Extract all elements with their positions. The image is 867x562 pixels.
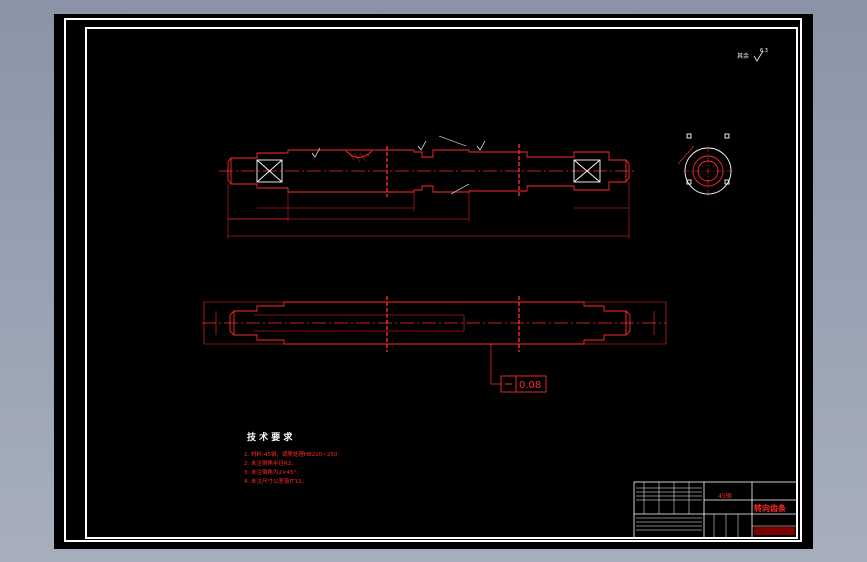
lower-left-chamfer [229,310,235,336]
view-label: 其余 [737,52,749,60]
tech-req-title: 技 术 要 求 [247,431,293,443]
title-block-frame [633,481,798,539]
roughness-mark-3-icon [476,140,486,151]
leader-bottom [450,183,470,195]
left-square-section [256,159,283,183]
title-block [633,481,798,539]
title-block-material: 45钢 [718,492,732,500]
inner-frame [85,27,798,539]
drawing-sheet: 其余 6.3 [54,14,813,549]
roughness-mark-1-icon [311,147,321,158]
outer-frame [64,18,802,542]
title-block-company-bar [754,527,795,535]
title-block-drawing-name: 转向齿条 [754,503,787,513]
tolerance-frame: 0.08 [500,375,547,393]
tech-req-item-4: 4. 未注尺寸公差按IT12。 [244,477,307,485]
tech-req-item-3: 3. 未注倒角为2×45°; [244,468,298,476]
tolerance-value: 0.08 [519,380,541,391]
right-chamfer [625,159,630,183]
main-view [219,135,634,239]
roughness-symbol-icon [753,50,764,62]
right-square-section [573,159,601,183]
leader-top [438,135,467,147]
roughness-value: 6.3 [760,48,768,54]
roughness-mark-2-icon [417,140,427,151]
end-view [677,133,733,196]
end-view-inner-circle [692,155,724,187]
lower-right-chamfer [625,310,631,336]
tech-req-item-2: 2. 未注倒角半径R2; [244,459,293,467]
tolerance-leader [490,344,501,385]
rack-teeth-area [345,150,373,158]
tech-requirements: 技 术 要 求 1. 材料:45钢，调质处理HB220~250; 2. 未注倒角… [244,431,339,485]
tech-req-item-1: 1. 材料:45钢，调质处理HB220~250; [244,450,339,458]
roughness-note: 其余 6.3 [737,48,768,62]
lower-view [202,296,667,385]
left-chamfer [227,157,232,185]
cad-drawing: 其余 6.3 [64,18,802,542]
